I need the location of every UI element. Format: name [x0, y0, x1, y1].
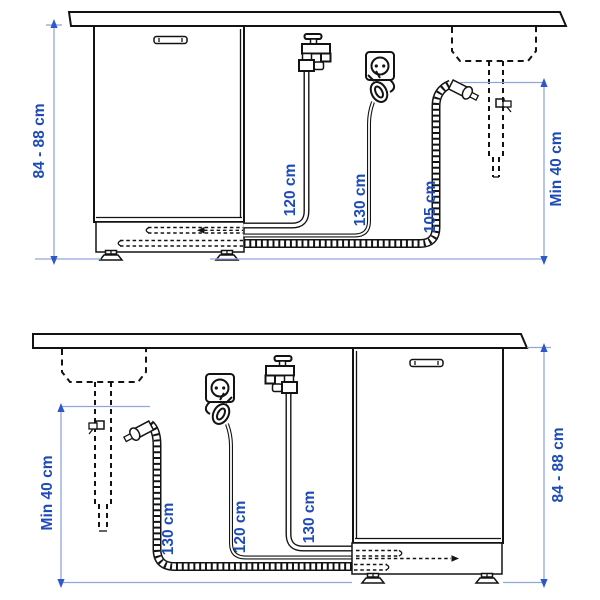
bottom-power-cord-length-label: 120 cm [232, 501, 249, 554]
power-cord [225, 423, 353, 560]
top-power-cord-length-label: 130 cm [352, 174, 369, 227]
countertop [67, 11, 568, 27]
dishwasher-cabinet [352, 347, 504, 544]
bottom-supply-hose-length-label: 130 cm [301, 491, 318, 544]
hose-channel-dashed [354, 549, 459, 571]
outlet-icon [205, 373, 235, 403]
supply-hose [285, 392, 353, 552]
drain-pipe [88, 382, 112, 532]
top-drain-min-height-label: Min 40 cm [548, 132, 565, 207]
adjustable-foot [475, 572, 499, 584]
sink-outline [61, 349, 147, 383]
bottom-diagram: Min 40 cm 84 - 88 cm 130 cm 120 cm 130 c… [32, 333, 567, 588]
plug-icon [367, 70, 396, 103]
drain-pipe-nipple [495, 98, 512, 113]
top-cabinet-height-label: 84 - 88 cm [31, 104, 48, 179]
outlet-icon [365, 51, 395, 81]
adjustable-foot [361, 572, 385, 584]
plinth [95, 221, 245, 253]
drain-pipe-nipple [88, 420, 105, 435]
arrow-up-icon [57, 403, 65, 412]
plinth [351, 542, 503, 575]
drain-hose [123, 420, 353, 571]
drain-hose [243, 78, 512, 248]
power-cord [243, 101, 375, 238]
drain-pipe [488, 61, 504, 178]
arrow-down-icon [540, 579, 548, 588]
top-supply-hose-length-label: 120 cm [282, 164, 299, 217]
arrow-up-icon [50, 19, 58, 28]
dishwasher-cabinet [93, 25, 245, 223]
drain-hose-connector [123, 420, 155, 443]
bottom-height-dimension: 84 - 88 cm [503, 343, 567, 588]
top-height-dimension: 84 - 88 cm [31, 19, 101, 265]
bottom-drain-height-dimension: Min 40 cm [39, 403, 352, 588]
bottom-cabinet-height-label: 84 - 88 cm [550, 428, 567, 503]
faucet-icon [264, 355, 298, 394]
supply-hose [243, 70, 310, 229]
top-drain-height-dimension: Min 40 cm [210, 78, 565, 265]
top-drain-hose-length-label: 105 cm [422, 181, 439, 234]
countertop [32, 333, 529, 349]
faucet-icon [298, 33, 332, 72]
arrow-down-icon [540, 256, 548, 265]
arrow-down-icon [50, 256, 58, 265]
arrow-down-icon [57, 579, 65, 588]
drain-hose-connector [447, 78, 480, 101]
bottom-drain-min-height-label: Min 40 cm [39, 456, 56, 531]
top-diagram: 84 - 88 cm Min 40 cm 120 cm 130 cm 105 c… [31, 11, 568, 265]
hose-channel-dashed [117, 226, 243, 247]
plug-icon [204, 392, 233, 425]
bottom-drain-hose-length-label: 130 cm [160, 503, 177, 556]
door-handle-icon [153, 35, 188, 45]
door-handle-icon [409, 358, 444, 368]
sink-outline [451, 27, 537, 62]
arrow-up-icon [540, 343, 548, 352]
arrow-up-icon [540, 78, 548, 87]
